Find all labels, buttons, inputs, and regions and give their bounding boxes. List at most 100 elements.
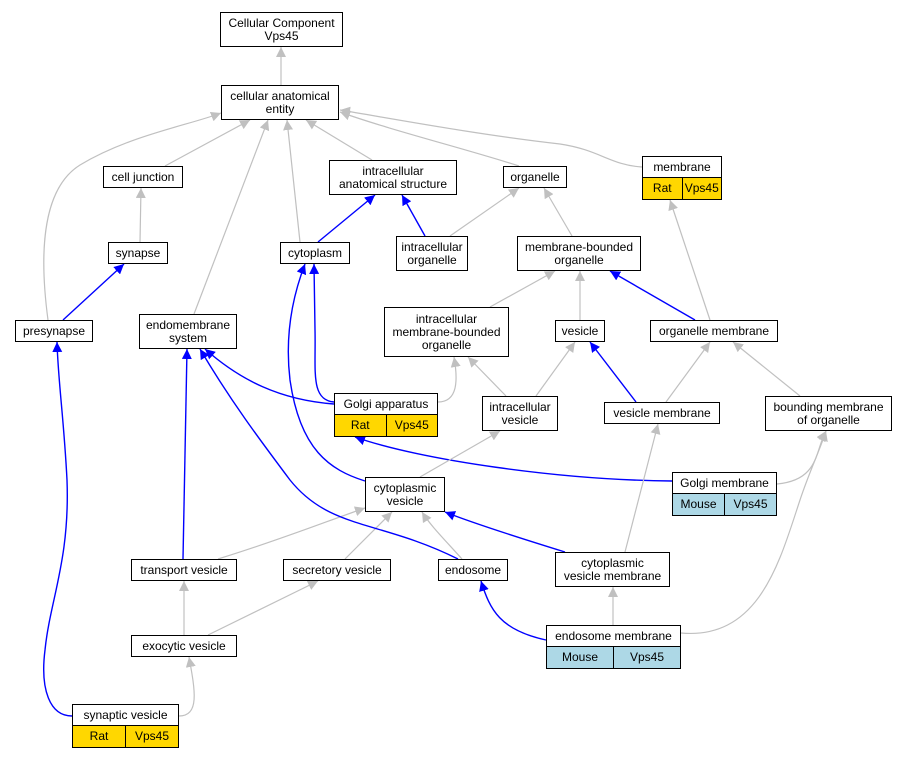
edge-iorg-to-org: [449, 187, 520, 237]
node-label-line: membrane-bounded: [524, 239, 634, 254]
edge-mem-to-cae: [339, 106, 643, 168]
annotation-row: Rat Vps45: [643, 177, 721, 199]
edge-synv-to-ev: [178, 656, 196, 717]
node-label-line: endomembrane: [145, 317, 231, 332]
species-tag: Rat: [89, 729, 109, 743]
node-ves[interactable]: vesicle: [555, 320, 605, 342]
edge-golgi-to-imbo: [437, 356, 461, 403]
node-pre[interactable]: presynapse: [15, 320, 93, 342]
node-label: vesicle membrane: [605, 403, 719, 423]
edge-mbo-to-org: [543, 187, 573, 237]
edge-syn-to-cj: [135, 187, 146, 243]
edge-cj-to-cae: [164, 119, 251, 167]
node-label: endosome membrane: [547, 626, 680, 646]
node-tv[interactable]: transport vesicle: [131, 559, 237, 581]
edge-synv-to-pre: [43, 341, 73, 717]
node-label-line: vesicle: [561, 323, 599, 338]
node-sv[interactable]: secretory vesicle: [283, 559, 391, 581]
species-tag: Rat: [350, 418, 370, 432]
edge-ias-to-cae: [305, 119, 373, 161]
edge-cv-to-cyt: [287, 263, 366, 482]
node-om[interactable]: organelle membrane: [650, 320, 778, 342]
node-label-line: membrane-bounded: [392, 324, 501, 339]
node-cj[interactable]: cell junction: [103, 166, 183, 188]
edge-em-to-endo: [479, 580, 547, 641]
edge-golgi-to-cyt: [309, 263, 335, 403]
edge-pre-to-syn: [62, 263, 125, 321]
node-label-line: cell junction: [111, 169, 175, 184]
node-label: secretory vesicle: [284, 560, 390, 580]
edge-cyt-to-cae: [283, 119, 301, 243]
edge-gm-to-bmo: [776, 430, 827, 485]
edge-bmo-to-om: [732, 341, 801, 397]
node-label-line: vesicle: [501, 412, 539, 427]
node-endo[interactable]: endosome: [438, 559, 508, 581]
node-label-line: organelle: [554, 252, 604, 267]
node-ev[interactable]: exocytic vesicle: [131, 635, 237, 657]
node-syn[interactable]: synapse: [108, 242, 168, 264]
node-label-line: transport vesicle: [140, 562, 228, 577]
node-label-line: synapse: [115, 245, 161, 260]
edge-om-to-mem: [668, 199, 711, 321]
node-label-line: Golgi apparatus: [343, 396, 429, 411]
species-tag: Mouse: [561, 650, 599, 664]
node-label-line: cytoplasm: [287, 245, 343, 260]
edge-gm-to-golgi: [354, 435, 673, 482]
node-label-line: bounding membrane: [773, 399, 884, 414]
edge-tv-to-cv: [217, 506, 366, 560]
node-label-line: Cellular Component: [228, 15, 335, 30]
node-label: vesicle: [556, 321, 604, 341]
node-label-line: synaptic vesicle: [83, 707, 168, 722]
species-tag: Mouse: [680, 497, 717, 511]
node-label-line: intracellular: [415, 311, 478, 326]
node-label-line: organelle: [407, 252, 457, 267]
node-label-line: Golgi membrane: [680, 475, 769, 490]
node-label: exocytic vesicle: [132, 636, 236, 656]
edge-iorg-to-ias: [401, 194, 426, 237]
node-cyt[interactable]: cytoplasm: [280, 242, 350, 264]
edge-org-to-cae: [339, 110, 520, 167]
node-label-line: organelle: [510, 169, 560, 184]
node-label: organelle membrane: [651, 321, 777, 341]
node-label-line: organelle: [421, 337, 472, 352]
edge-imbo-to-mbo: [489, 270, 556, 308]
node-label: transport vesicle: [132, 560, 236, 580]
edge-pre-to-cae: [43, 111, 222, 321]
node-label-line: intracellular: [489, 399, 551, 414]
node-label: membrane: [643, 157, 721, 177]
node-label-line: secretory vesicle: [292, 562, 382, 577]
gene-tag: Vps45: [681, 178, 722, 199]
node-label-line: endosome: [444, 562, 502, 577]
node-label-line: system: [168, 330, 207, 345]
species-tag: Rat: [652, 181, 672, 195]
node-vm[interactable]: vesicle membrane: [604, 402, 720, 424]
node-label: cytoplasm: [281, 243, 349, 263]
node-label-line: membrane: [653, 159, 711, 174]
node-org[interactable]: organelle: [503, 166, 567, 188]
edge-golgi-to-ems: [204, 348, 335, 405]
node-label-line: of organelle: [797, 412, 860, 427]
